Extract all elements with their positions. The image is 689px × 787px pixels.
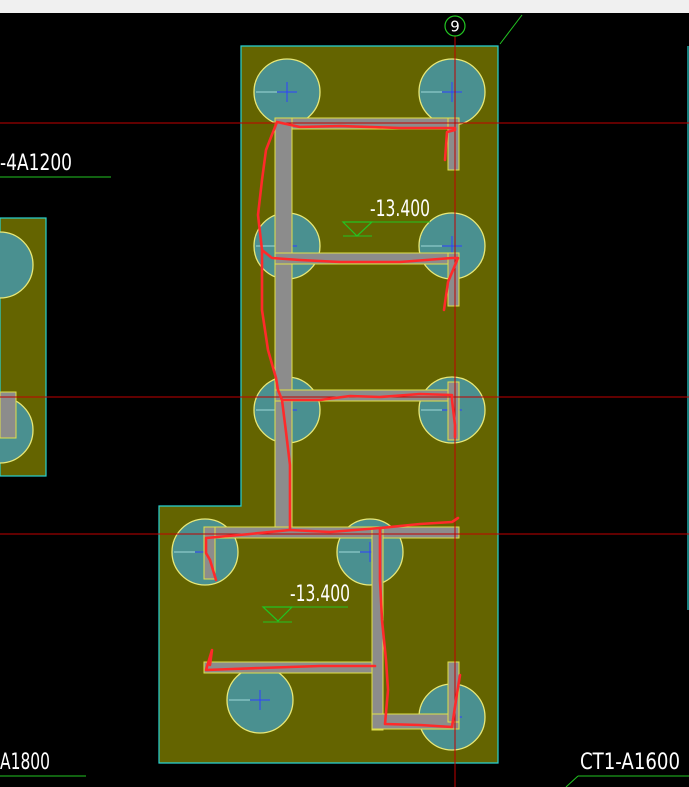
title-bar	[0, 0, 689, 13]
pile[interactable]	[418, 58, 486, 126]
pile-group	[171, 58, 486, 751]
grid-axis-label: 9	[450, 18, 460, 36]
pile-left-1[interactable]	[0, 231, 34, 299]
pile[interactable]	[226, 666, 294, 734]
beam[interactable]	[447, 117, 460, 171]
pile-cap-main[interactable]	[158, 45, 499, 764]
beam[interactable]	[371, 526, 384, 731]
pile[interactable]	[253, 58, 321, 126]
label-bottom-right: CT1-A1600	[565, 750, 689, 787]
label-bottom-right-text: CT1-A1600	[580, 750, 680, 775]
leader-line-top	[499, 14, 523, 45]
grid-axis-bubble	[444, 15, 466, 37]
elevation-text-lower: -13.400	[290, 582, 350, 607]
elevation-marker-lower: -13.400	[261, 582, 350, 623]
red-trace	[204, 120, 462, 729]
beam[interactable]	[203, 526, 216, 580]
beam-left-stub	[0, 391, 17, 439]
elevation-text-upper: -13.400	[370, 197, 430, 222]
cad-drawing-canvas[interactable]: 9 -13.400 -13.400 -4A1200 A1800 CT1-A160…	[0, 13, 689, 787]
label-bottom-left-text: A1800	[0, 750, 50, 775]
label-top-left-text: -4A1200	[0, 151, 72, 176]
label-bottom-left: A1800	[0, 750, 86, 777]
label-top-left: -4A1200	[0, 151, 111, 178]
elevation-marker-upper: -13.400	[341, 197, 430, 237]
